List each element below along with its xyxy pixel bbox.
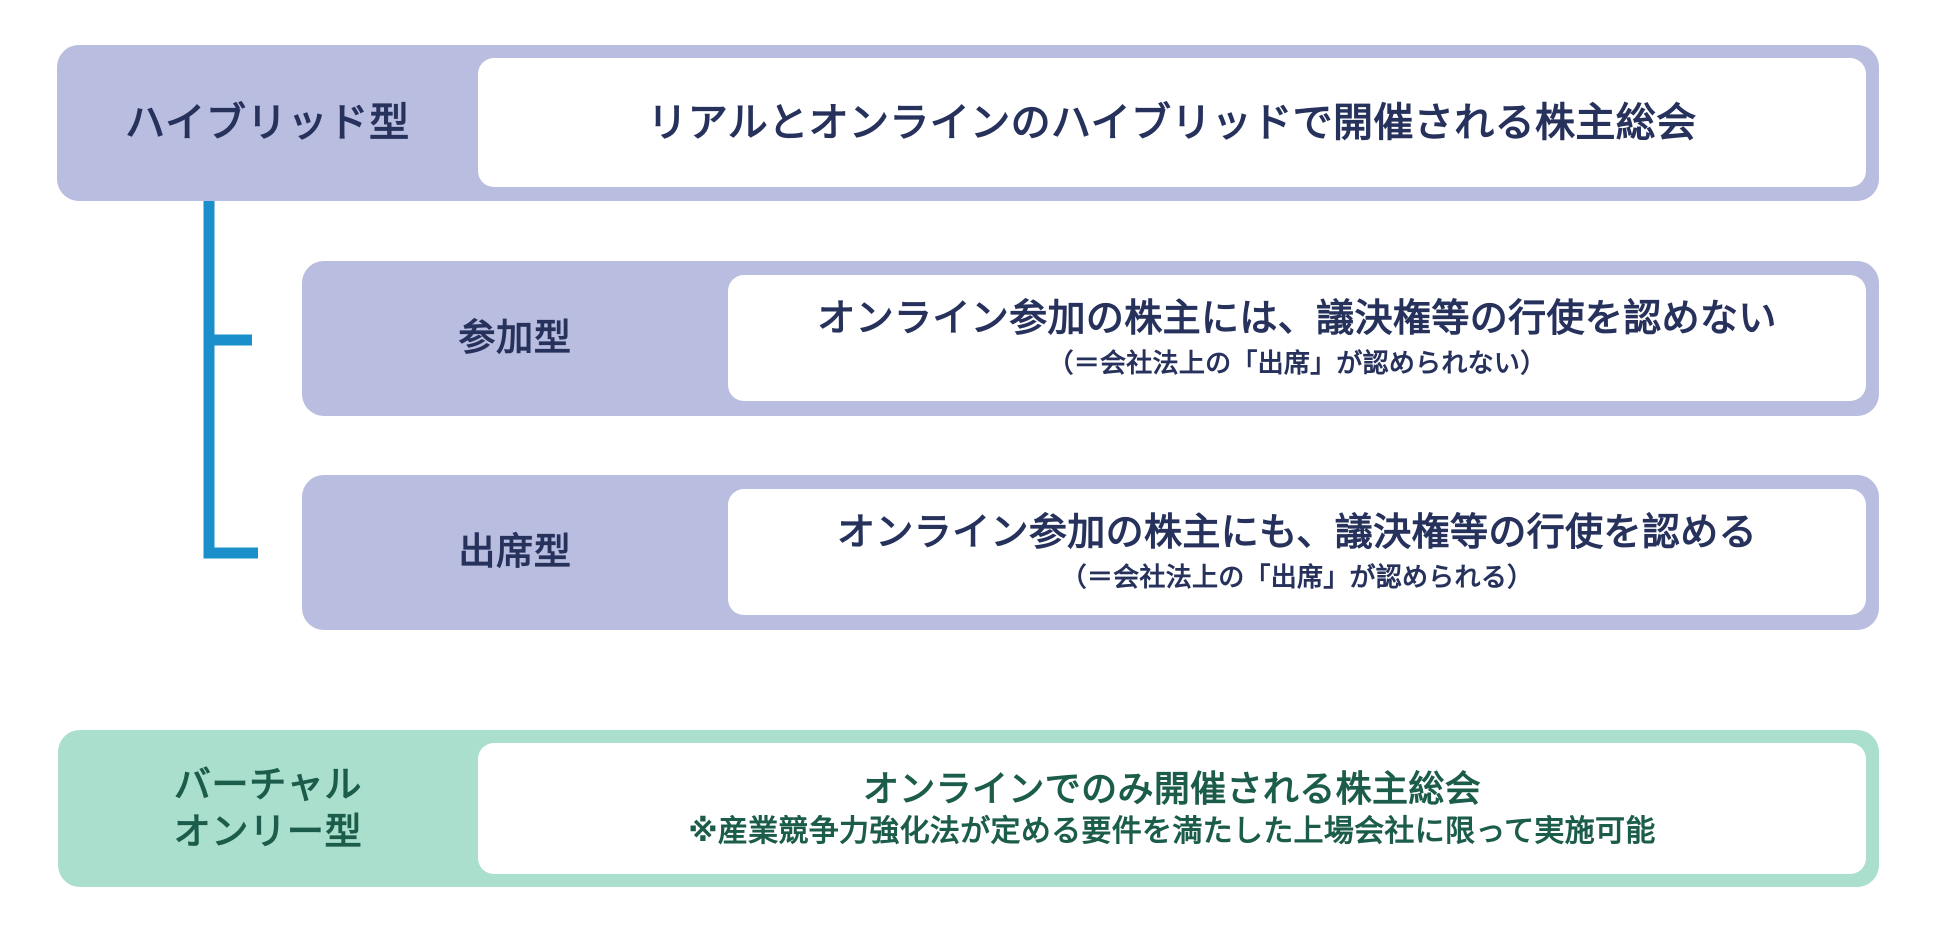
row-shusseki-note: （＝会社法上の「出席」が認められる）: [1060, 562, 1534, 593]
row-hybrid-card: リアルとオンラインのハイブリッドで開催される株主総会: [478, 58, 1866, 187]
row-shusseki-card: オンライン参加の株主にも、議決権等の行使を認める （＝会社法上の「出席」が認めら…: [728, 489, 1866, 615]
row-hybrid[interactable]: ハイブリッド型 リアルとオンラインのハイブリッドで開催される株主総会: [57, 45, 1879, 201]
connector-trunk-to-shusseki: [203, 201, 258, 559]
row-shusseki-description: オンライン参加の株主にも、議決権等の行使を認める: [837, 511, 1757, 554]
row-sanka-note: （＝会社法上の「出席」が認められない）: [1047, 348, 1547, 379]
row-virtual-only-label: バーチャル オンリー型: [173, 764, 363, 852]
row-hybrid-label: ハイブリッド型: [125, 101, 410, 145]
row-virtual-only-card: オンラインでのみ開催される株主総会 ※産業競争力強化法が定める要件を満たした上場…: [478, 743, 1866, 874]
row-sanka[interactable]: 参加型 オンライン参加の株主には、議決権等の行使を認めない （＝会社法上の「出席…: [302, 261, 1879, 416]
row-hybrid-description: リアルとオンラインのハイブリッドで開催される株主総会: [647, 100, 1697, 145]
row-virtual-only-description: オンラインでのみ開催される株主総会: [862, 767, 1482, 809]
row-sanka-card: オンライン参加の株主には、議決権等の行使を認めない （＝会社法上の「出席」が認め…: [728, 275, 1866, 401]
row-shusseki-label: 出席型: [458, 531, 572, 573]
row-shusseki[interactable]: 出席型 オンライン参加の株主にも、議決権等の行使を認める （＝会社法上の「出席」…: [302, 475, 1879, 630]
row-virtual-only[interactable]: バーチャル オンリー型 オンラインでのみ開催される株主総会 ※産業競争力強化法が…: [58, 730, 1879, 887]
row-virtual-only-note: ※産業競争力強化法が定める要件を満たした上場会社に限って実施可能: [688, 815, 1656, 849]
row-sanka-description: オンライン参加の株主には、議決権等の行使を認めない: [817, 297, 1777, 340]
row-sanka-label: 参加型: [458, 317, 572, 359]
